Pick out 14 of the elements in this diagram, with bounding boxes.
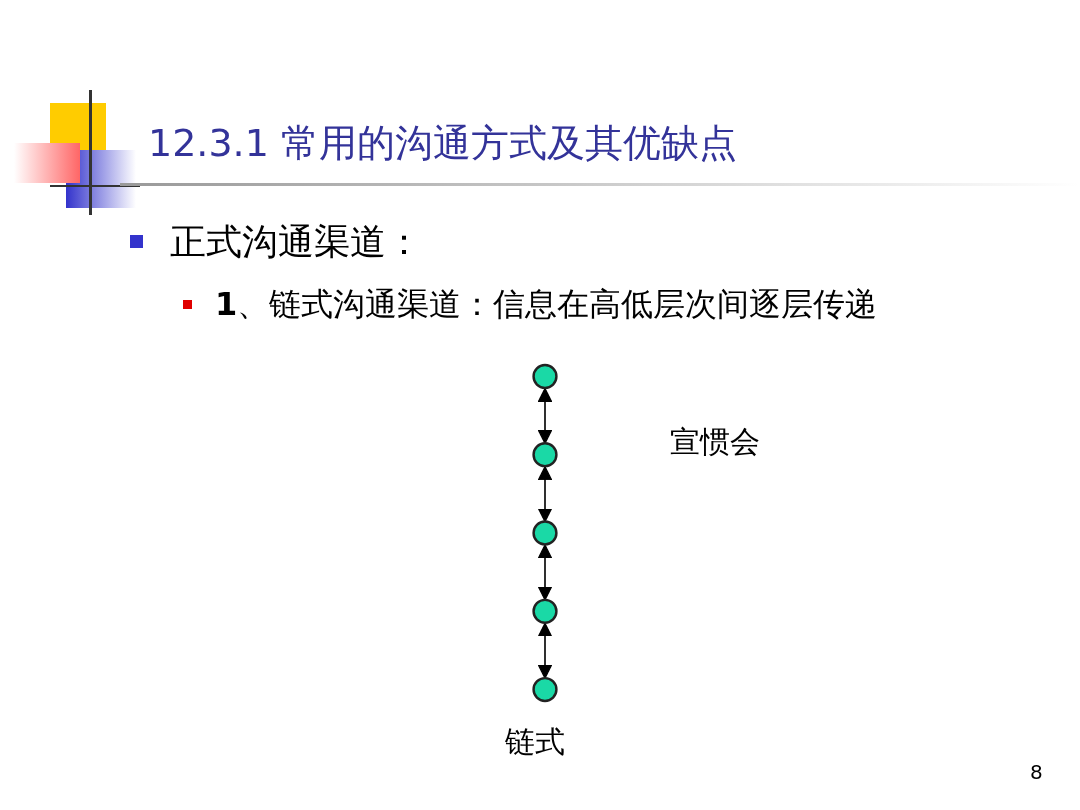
node-circle xyxy=(532,442,558,468)
node-circle xyxy=(532,363,558,390)
bullet-text: 1、链式沟通渠道：信息在高低层次间逐层传递 xyxy=(215,284,879,325)
diagram-label: 宣惯会 xyxy=(670,423,760,461)
double-arrow xyxy=(537,622,553,679)
node-circle xyxy=(532,676,558,703)
page-number: 8 xyxy=(1030,760,1043,784)
slide-title: 12.3.1 常用的沟通方式及其优缺点 xyxy=(148,120,737,167)
node-caption: 链式 xyxy=(505,723,565,761)
double-arrow xyxy=(537,544,553,601)
node-circle xyxy=(532,520,558,546)
node-circle xyxy=(532,598,558,624)
bullet-text: 正式沟通渠道： xyxy=(170,220,422,264)
double-arrow xyxy=(537,387,553,444)
